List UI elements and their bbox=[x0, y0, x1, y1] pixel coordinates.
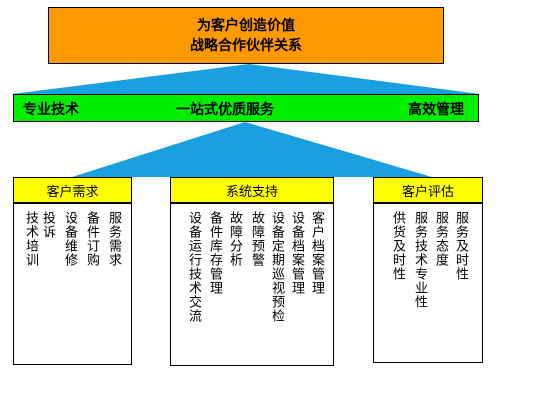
list-item: 服务需求 bbox=[106, 211, 121, 267]
list-item: 设备运行技术交流 bbox=[186, 211, 201, 323]
list-item: 设备定期巡视预检 bbox=[269, 211, 284, 323]
list-item: 供货及时性 bbox=[390, 211, 405, 281]
list-item: 技术培训 bbox=[23, 211, 38, 267]
list-item: 投诉 bbox=[40, 211, 55, 239]
list-item: 备件库存管理 bbox=[207, 211, 222, 295]
list-item: 设备维修 bbox=[62, 211, 77, 267]
top-line-2: 战略合作伙伴关系 bbox=[190, 37, 302, 54]
column-title: 客户评估 bbox=[401, 184, 454, 200]
top-connector bbox=[12, 64, 480, 94]
column-header-customer-needs: 客户需求 bbox=[13, 177, 132, 203]
column-title: 客户需求 bbox=[46, 184, 99, 200]
top-line-1: 为客户创造价值 bbox=[197, 17, 295, 34]
list-item: 故障分析 bbox=[227, 211, 242, 267]
column-title: 系统支持 bbox=[225, 184, 278, 200]
column-body-customer-needs: 服务需求 备件订购 设备维修 投诉 技术培训 bbox=[13, 203, 132, 365]
band-label-right: 高效管理 bbox=[408, 102, 464, 118]
service-band: 专业技术 一站式优质服务 高效管理 bbox=[13, 94, 479, 122]
band-label-center: 一站式优质服务 bbox=[176, 102, 274, 118]
top-box: 为客户创造价值 战略合作伙伴关系 bbox=[48, 7, 444, 64]
column-body-customer-evaluation: 服务及时性 服务态度 服务技术专业性 供货及时性 bbox=[373, 203, 483, 363]
list-item: 设备档案管理 bbox=[289, 211, 304, 295]
bottom-connector bbox=[72, 122, 432, 177]
list-item: 服务及时性 bbox=[453, 211, 468, 281]
column-header-customer-evaluation: 客户评估 bbox=[373, 177, 483, 203]
column-body-system-support: 客户档案管理 设备档案管理 设备定期巡视预检 故障预警 故障分析 备件库存管理 … bbox=[170, 203, 334, 366]
band-label-left: 专业技术 bbox=[23, 102, 79, 118]
list-item: 服务技术专业性 bbox=[412, 211, 427, 309]
list-item: 故障预警 bbox=[249, 211, 264, 267]
list-item: 客户档案管理 bbox=[309, 211, 324, 295]
column-header-system-support: 系统支持 bbox=[170, 177, 334, 203]
list-item: 备件订购 bbox=[84, 211, 99, 267]
list-item: 服务态度 bbox=[433, 211, 448, 267]
